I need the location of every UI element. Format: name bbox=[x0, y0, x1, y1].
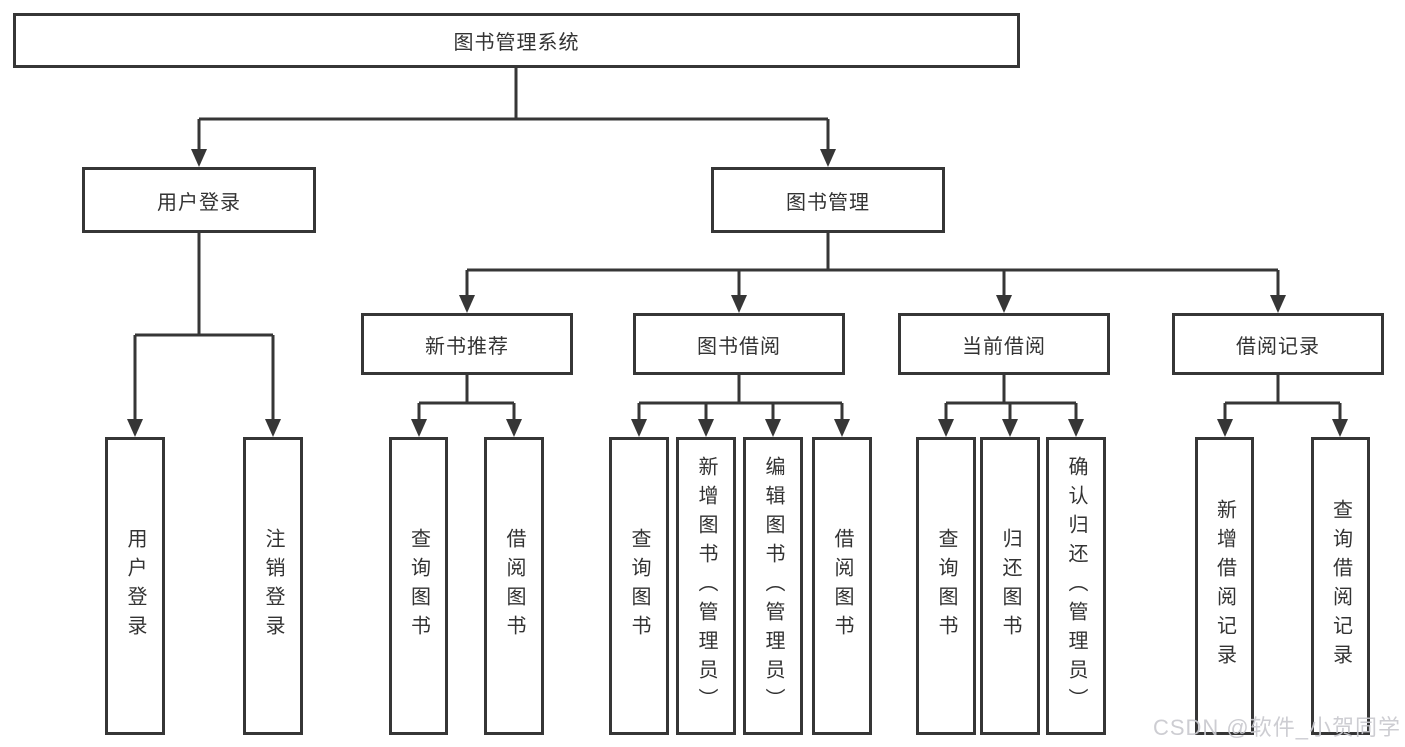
leaf-borrow-query-books: 查询图书 bbox=[609, 437, 669, 735]
node-book-management: 图书管理 bbox=[711, 167, 945, 233]
leaf-return-books: 归还图书 bbox=[980, 437, 1040, 735]
node-user-login: 用户登录 bbox=[82, 167, 316, 233]
leaf-recommend-borrow-books: 借阅图书 bbox=[484, 437, 544, 735]
leaf-borrow-books: 借阅图书 bbox=[812, 437, 872, 735]
node-current-borrow: 当前借阅 bbox=[898, 313, 1110, 375]
leaf-user-login: 用户登录 bbox=[105, 437, 165, 735]
watermark-text: CSDN @软件_小贺同学 bbox=[1152, 715, 1401, 740]
leaf-add-book-admin: 新增图书（管理员） bbox=[676, 437, 736, 735]
node-root-system: 图书管理系统 bbox=[13, 13, 1020, 68]
node-new-book-recommend: 新书推荐 bbox=[361, 313, 573, 375]
leaf-add-borrow-record: 新增借阅记录 bbox=[1195, 437, 1254, 735]
node-borrow-records: 借阅记录 bbox=[1172, 313, 1384, 375]
leaf-recommend-query-books: 查询图书 bbox=[389, 437, 448, 735]
leaf-current-query-books: 查询图书 bbox=[916, 437, 976, 735]
node-book-borrow: 图书借阅 bbox=[633, 313, 845, 375]
leaf-edit-book-admin: 编辑图书（管理员） bbox=[743, 437, 803, 735]
leaf-logout: 注销登录 bbox=[243, 437, 303, 735]
leaf-query-borrow-record: 查询借阅记录 bbox=[1311, 437, 1370, 735]
leaf-confirm-return-admin: 确认归还（管理员） bbox=[1046, 437, 1106, 735]
